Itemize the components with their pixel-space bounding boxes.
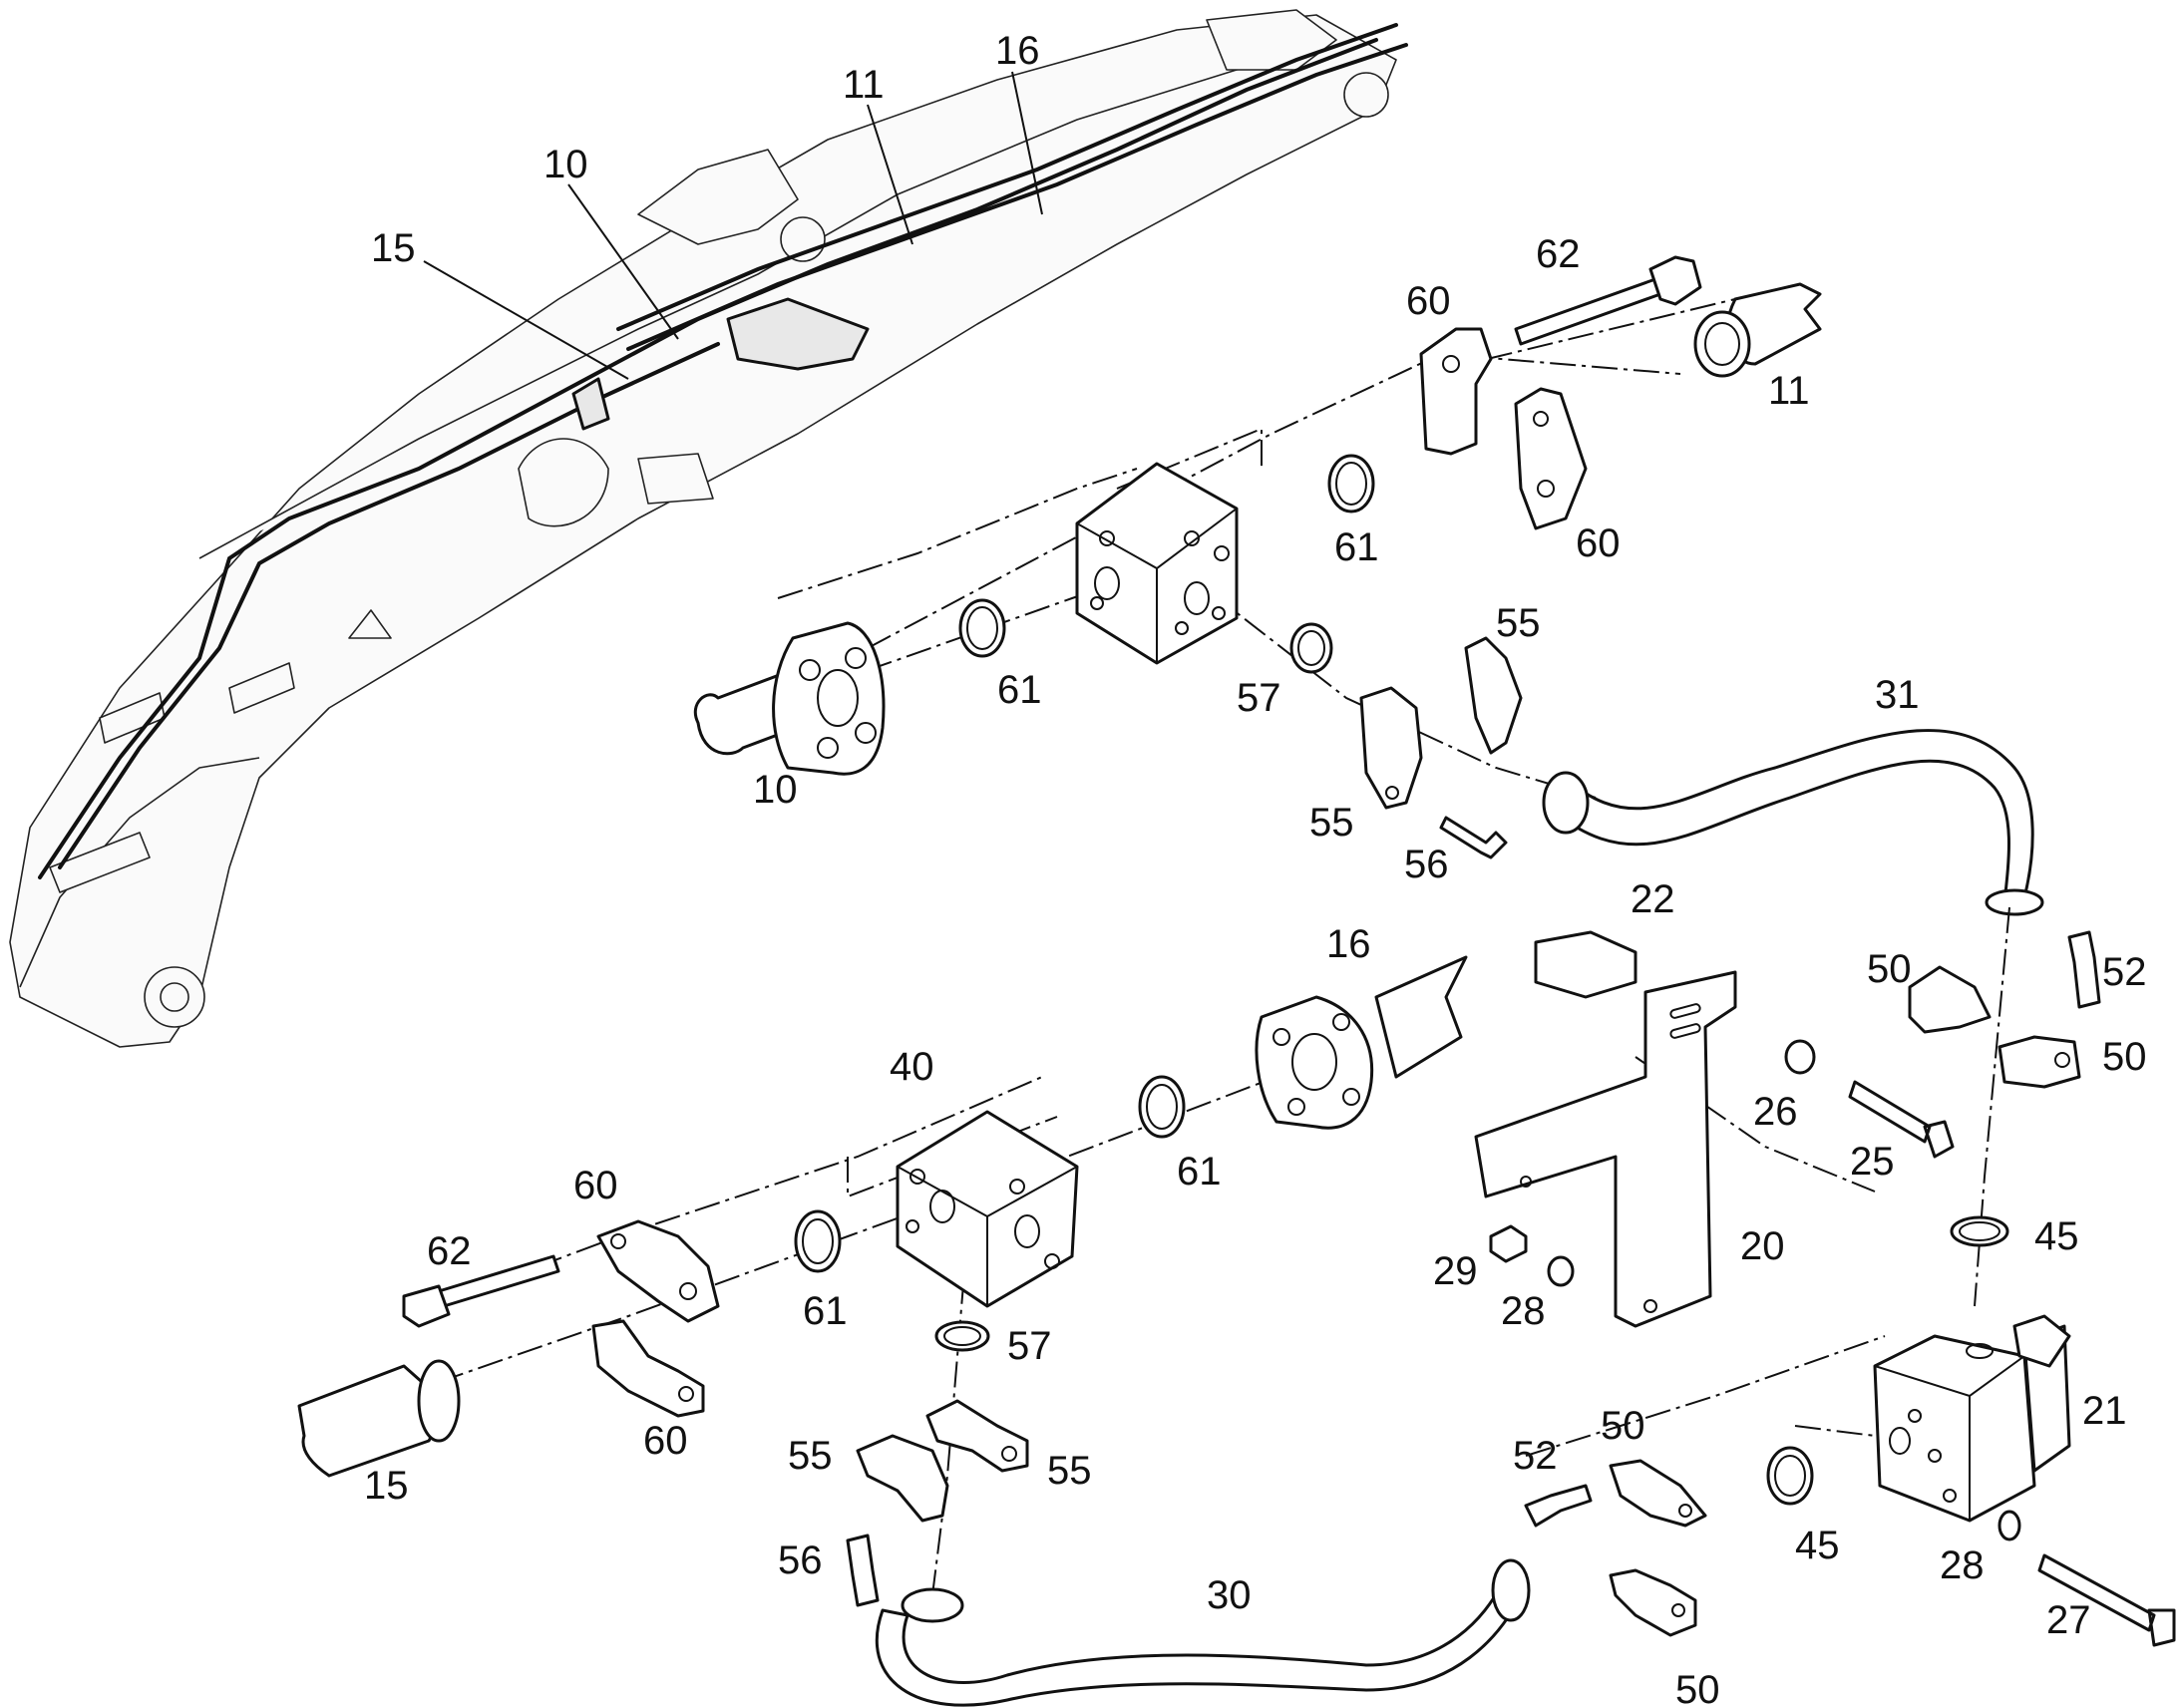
flange-half-55-upper-b	[1359, 686, 1423, 810]
callout-60-upper-b: 60	[1576, 521, 1621, 565]
callout-28-lower: 28	[1940, 1543, 1985, 1587]
callout-25: 25	[1850, 1140, 1895, 1184]
callout-61-lower-left: 61	[803, 1289, 848, 1333]
pipe-10	[694, 621, 886, 776]
flange-half-60-lower-b	[591, 1319, 705, 1418]
callout-50-lower-a: 50	[1601, 1404, 1645, 1448]
callout-boom-11: 11	[843, 63, 885, 107]
callout-55-upper-b: 55	[1309, 801, 1354, 845]
callout-21: 21	[2082, 1389, 2127, 1433]
callout-boom-15: 15	[371, 226, 416, 270]
callout-56-lower: 56	[778, 1538, 823, 1582]
callout-50-upper-b: 50	[2102, 1035, 2147, 1079]
callout-61-upper-left: 61	[997, 668, 1042, 712]
callout-27: 27	[2046, 1598, 2091, 1642]
callout-26: 26	[1753, 1090, 1798, 1134]
callout-boom-10: 10	[544, 143, 588, 186]
flange-half-50-lower-a	[1609, 1459, 1707, 1528]
flange-half-50-upper-b	[1998, 1035, 2081, 1089]
callout-boom-16: 16	[995, 29, 1040, 73]
flange-half-60-lower	[1514, 387, 1588, 530]
bolt-27	[2037, 1553, 2176, 1647]
bolt-52-upper	[2067, 930, 2101, 1009]
callout-62-upper: 62	[1536, 232, 1581, 276]
callout-60-lower-a: 60	[573, 1164, 618, 1207]
flange-half-55-lower-a	[856, 1434, 949, 1523]
callout-30: 30	[1207, 1573, 1252, 1617]
bolt-56-upper	[1439, 816, 1508, 859]
callout-60-lower-b: 60	[643, 1419, 688, 1463]
callout-10: 10	[753, 768, 798, 812]
callout-52-upper: 52	[2102, 950, 2147, 994]
callout-40: 40	[890, 1045, 934, 1089]
callout-57-lower: 57	[1007, 1324, 1052, 1368]
bolt-52-lower	[1524, 1484, 1593, 1528]
pipe-16	[1255, 955, 1468, 1130]
valve-block-21	[1873, 1314, 2071, 1523]
callout-29: 29	[1433, 1249, 1478, 1293]
callout-52-lower: 52	[1513, 1434, 1558, 1478]
callout-56-upper: 56	[1404, 843, 1449, 886]
bolt-25	[1848, 1080, 1955, 1159]
callout-22: 22	[1631, 877, 1675, 921]
spacer-block-22	[1534, 930, 1637, 999]
lower-assembly	[297, 906, 2176, 1707]
flange-half-50-lower-b	[1609, 1568, 1697, 1637]
bolt-62-lower	[402, 1254, 560, 1328]
callout-61-lower-right: 61	[1177, 1150, 1222, 1194]
callout-61-upper-right: 61	[1334, 525, 1379, 569]
callout-55-upper-a: 55	[1496, 601, 1541, 645]
boom-leader-lines	[423, 71, 1043, 380]
flange-half-55-upper-a	[1464, 636, 1523, 755]
flange-half-60-lower-a	[596, 1219, 720, 1323]
callout-50-lower-b: 50	[1675, 1668, 1720, 1708]
callout-20: 20	[1740, 1224, 1785, 1268]
adapter-block-40	[896, 1110, 1079, 1308]
flange-half-60-upper	[1419, 327, 1493, 456]
upper-assembly	[694, 255, 2044, 916]
callout-16: 16	[1326, 922, 1371, 966]
pipe-11	[1693, 282, 1822, 378]
bracket-20	[1474, 970, 1737, 1328]
callout-11: 11	[1768, 369, 1810, 413]
pipe-15	[297, 1359, 461, 1478]
callout-15: 15	[364, 1464, 409, 1508]
callout-50-upper-a: 50	[1867, 947, 1912, 991]
bolt-56-lower	[846, 1534, 880, 1607]
washer-28-upper	[1547, 1255, 1575, 1287]
callout-labels: 15 10 11 16 62 60 11 61 60 61 10 57 55 5…	[364, 29, 2147, 1708]
callout-45-lower: 45	[1795, 1524, 1840, 1567]
hose-31	[1542, 729, 2044, 916]
callout-60-upper-a: 60	[1406, 279, 1451, 323]
washer-28-lower	[1998, 1510, 2021, 1541]
callout-55-lower-a: 55	[788, 1434, 833, 1478]
hose-30	[876, 1558, 1531, 1707]
washer-26	[1784, 1039, 1816, 1075]
nut-29	[1489, 1224, 1528, 1263]
callout-31: 31	[1875, 673, 1920, 717]
callout-28-upper: 28	[1501, 1289, 1546, 1333]
callout-62-lower: 62	[427, 1229, 472, 1273]
boom-assembly	[9, 9, 1408, 1048]
callout-55-lower-b: 55	[1047, 1449, 1092, 1493]
callout-57-upper: 57	[1237, 676, 1281, 720]
flange-half-50-upper-a	[1908, 965, 1992, 1034]
callout-45-upper: 45	[2034, 1214, 2079, 1258]
adapter-block-upper	[1075, 462, 1239, 665]
bolt-62-upper	[1514, 255, 1702, 346]
